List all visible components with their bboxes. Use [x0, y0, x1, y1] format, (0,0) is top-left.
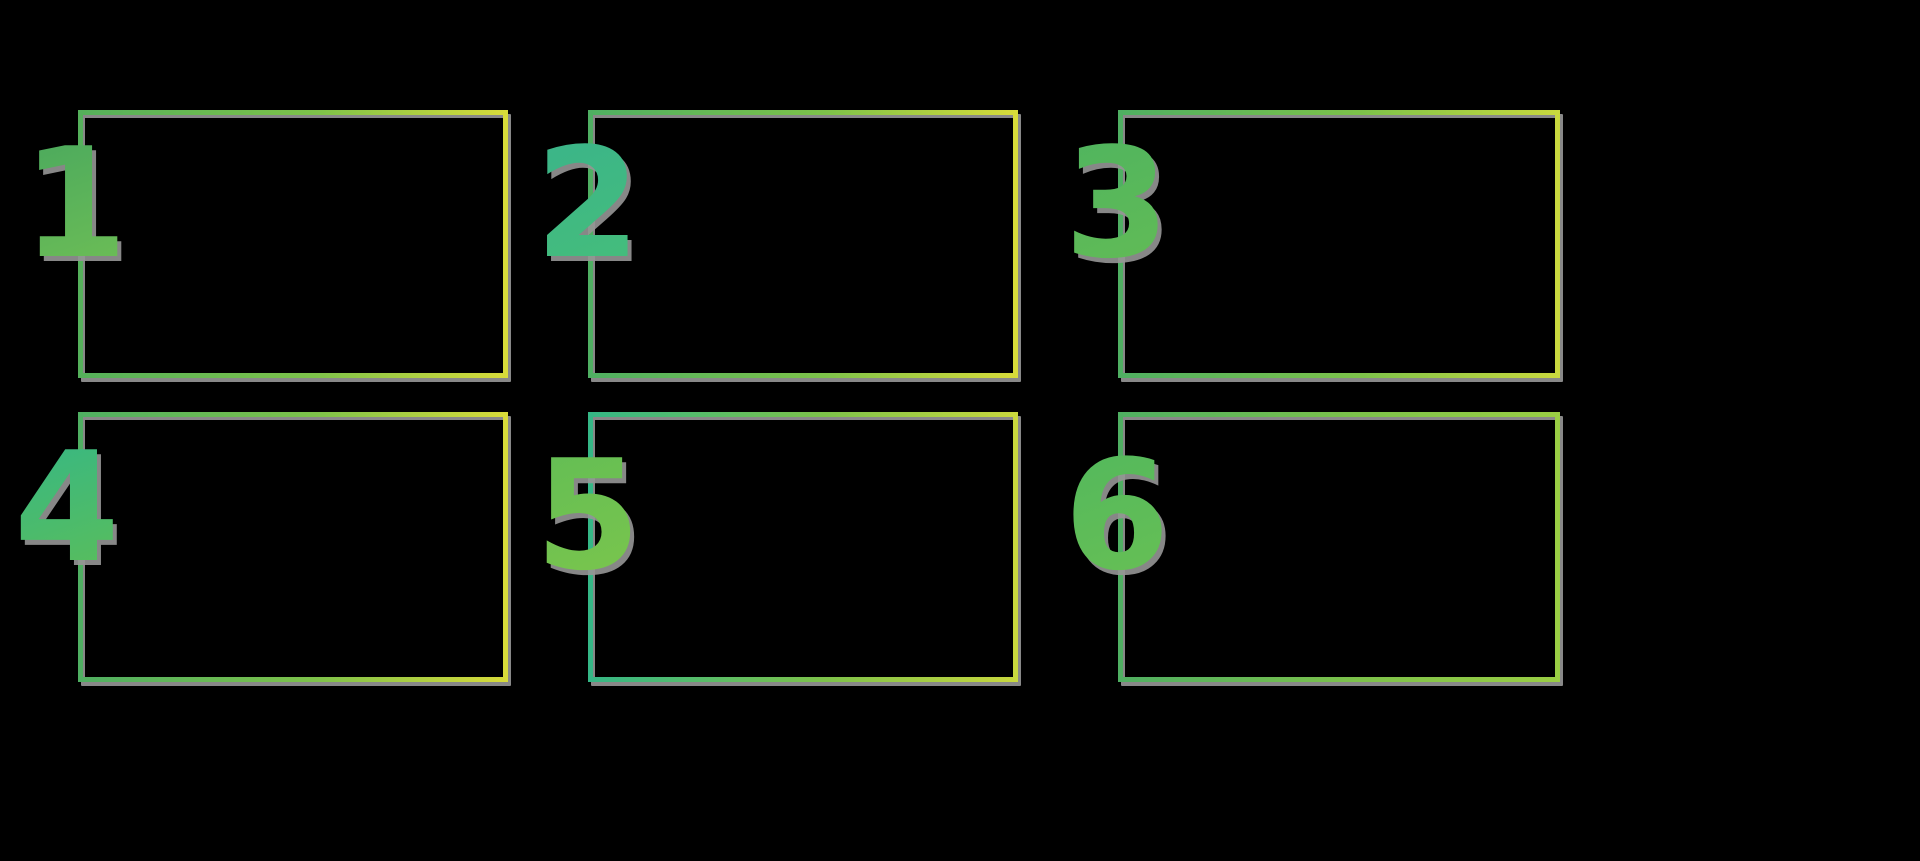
- step-number-shadow-5: 5: [539, 445, 645, 597]
- content-card-5[interactable]: [588, 412, 1021, 686]
- card-edge-top-2: [588, 110, 1018, 115]
- card-edge-top-1: [78, 110, 508, 115]
- content-card-4[interactable]: [78, 412, 511, 686]
- card-edge-right-3: [1555, 110, 1560, 378]
- step-number-shadow-6: 6: [1068, 445, 1174, 597]
- card-shadow-6: [1121, 416, 1563, 686]
- step-number-2: 22: [535, 115, 645, 292]
- step-number-label-4: 4: [14, 419, 120, 596]
- card-edge-bottom-5: [588, 677, 1018, 682]
- card-edge-right-2: [1013, 110, 1018, 378]
- card-edge-bottom-6: [1118, 677, 1560, 682]
- card-border-6: [1118, 412, 1560, 682]
- card-edge-left-2: [588, 110, 593, 378]
- card-shadow-5: [591, 416, 1021, 686]
- card-edge-top-5: [588, 412, 1018, 417]
- card-edge-left-4: [78, 412, 83, 682]
- step-number-shadow-2: 2: [539, 133, 645, 285]
- content-card-6[interactable]: [1118, 412, 1563, 686]
- step-number-5: 55: [535, 427, 645, 604]
- card-edge-left-3: [1118, 110, 1123, 378]
- step-number-label-6: 6: [1064, 427, 1170, 604]
- card-edge-left-5: [588, 412, 593, 682]
- step-number-label-2: 2: [535, 115, 641, 292]
- card-edge-bottom-3: [1118, 373, 1560, 378]
- step-number-1: 11: [22, 115, 132, 292]
- card-edge-right-5: [1013, 412, 1018, 682]
- card-edge-top-4: [78, 412, 508, 417]
- card-edge-top-3: [1118, 110, 1560, 115]
- card-edge-right-4: [503, 412, 508, 682]
- step-number-shadow-3: 3: [1068, 133, 1174, 285]
- content-card-3[interactable]: [1118, 110, 1563, 382]
- card-shadow-4: [81, 416, 511, 686]
- step-number-shadow-1: 1: [26, 133, 132, 285]
- card-border-5: [588, 412, 1018, 682]
- card-border-2: [588, 110, 1018, 378]
- step-number-label-5: 5: [535, 427, 641, 604]
- card-border-3: [1118, 110, 1560, 378]
- card-edge-left-6: [1118, 412, 1123, 682]
- card-shadow-3: [1121, 114, 1563, 382]
- content-card-2[interactable]: [588, 110, 1021, 382]
- step-number-3: 33: [1064, 115, 1174, 292]
- card-border-1: [78, 110, 508, 378]
- card-border-4: [78, 412, 508, 682]
- step-number-label-3: 3: [1064, 115, 1170, 292]
- card-edge-left-1: [78, 110, 83, 378]
- card-shadow-1: [81, 114, 511, 382]
- card-edge-bottom-1: [78, 373, 508, 378]
- card-edge-bottom-2: [588, 373, 1018, 378]
- step-number-6: 66: [1064, 427, 1174, 604]
- card-shadow-2: [591, 114, 1021, 382]
- step-number-label-1: 1: [22, 115, 128, 292]
- content-card-1[interactable]: [78, 110, 511, 382]
- card-edge-right-6: [1555, 412, 1560, 682]
- card-edge-bottom-4: [78, 677, 508, 682]
- step-number-4: 44: [14, 419, 124, 596]
- card-edge-right-1: [503, 110, 508, 378]
- step-number-shadow-4: 4: [18, 437, 124, 589]
- card-edge-top-6: [1118, 412, 1560, 417]
